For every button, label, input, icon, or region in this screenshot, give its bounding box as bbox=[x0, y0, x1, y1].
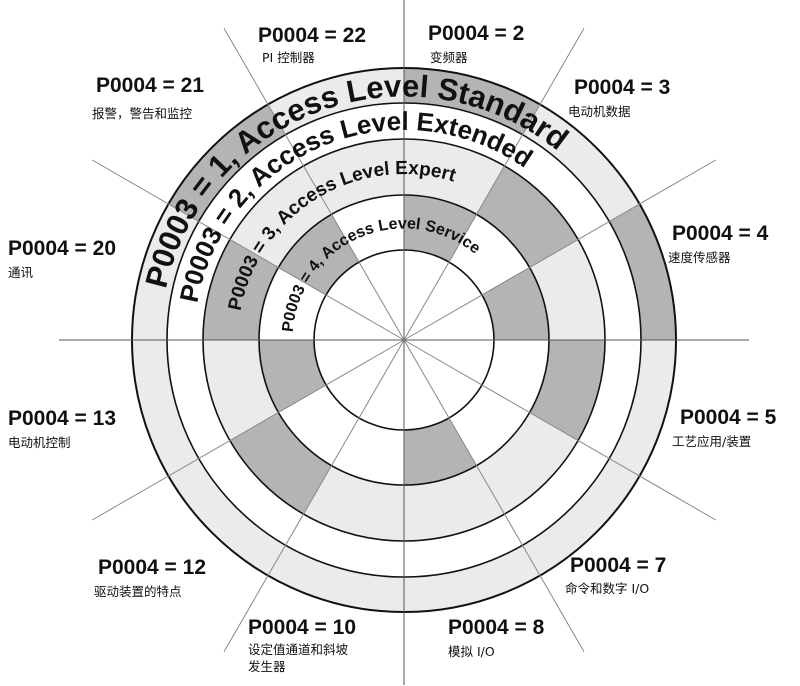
shaded-sector bbox=[203, 239, 279, 340]
group-code: P0004 = 2 bbox=[428, 22, 524, 45]
group-code: P0004 = 10 bbox=[248, 616, 356, 639]
sector-divider bbox=[403, 339, 717, 521]
sector-divider bbox=[223, 339, 405, 653]
group-description: 变频器 bbox=[430, 50, 468, 65]
group-label: P0004 = 12 驱动装置的特点 bbox=[94, 556, 206, 599]
sector-divider bbox=[403, 159, 717, 341]
group-label: P0004 = 3 电动机数据 bbox=[568, 76, 670, 119]
parameter-group-labels: P0004 = 22 PI 控制器 P0004 = 2 变频器 P0004 = 3 电动机… bbox=[8, 22, 777, 674]
group-code: P0004 = 5 bbox=[680, 406, 777, 429]
group-label: P0004 = 5 工艺应用/装置 bbox=[672, 406, 777, 449]
shaded-sector bbox=[168, 104, 286, 222]
shaded-sector bbox=[476, 165, 579, 268]
group-code: P0004 = 7 bbox=[570, 554, 666, 577]
group-description: 发生器 bbox=[248, 659, 286, 674]
group-code: P0004 = 21 bbox=[96, 74, 204, 97]
group-description: 工艺应用/装置 bbox=[672, 434, 751, 449]
group-description: 设定值通道和斜坡 bbox=[248, 642, 349, 657]
sector-divider bbox=[91, 339, 405, 521]
group-code: P0004 = 13 bbox=[8, 407, 116, 430]
group-description: 命令和数字 I/O bbox=[565, 581, 649, 596]
group-description: PI 控制器 bbox=[262, 50, 315, 65]
group-description: 报警，警告和监控 bbox=[92, 106, 193, 121]
shaded-sector bbox=[278, 214, 359, 295]
group-code: P0004 = 20 bbox=[8, 237, 116, 260]
shaded-sector bbox=[609, 204, 676, 340]
group-label: P0004 = 13 电动机控制 bbox=[8, 407, 116, 450]
shaded-sector bbox=[229, 412, 332, 515]
group-description: 电动机数据 bbox=[568, 104, 631, 119]
group-description: 速度传感器 bbox=[668, 250, 731, 265]
sector-dividers bbox=[59, 0, 749, 685]
shaded-sector bbox=[529, 340, 605, 441]
sector-divider bbox=[91, 159, 405, 341]
group-label: P0004 = 21 报警，警告和监控 bbox=[92, 74, 204, 121]
group-label: P0004 = 7 命令和数字 I/O bbox=[565, 554, 666, 596]
group-label: P0004 = 2 变频器 bbox=[428, 22, 524, 65]
sector-divider bbox=[403, 27, 585, 341]
group-code: P0004 = 12 bbox=[98, 556, 206, 579]
sector-divider bbox=[403, 339, 585, 653]
group-code: P0004 = 4 bbox=[672, 222, 769, 245]
group-description: 电动机控制 bbox=[8, 435, 71, 450]
group-code: P0004 = 22 bbox=[258, 24, 366, 47]
group-label: P0004 = 8 模拟 I/O bbox=[448, 616, 545, 659]
group-description: 通讯 bbox=[8, 265, 34, 280]
shaded-sector bbox=[404, 68, 540, 135]
group-code: P0004 = 3 bbox=[574, 76, 670, 99]
group-description: 驱动装置的特点 bbox=[94, 584, 182, 599]
group-code: P0004 = 8 bbox=[448, 616, 545, 639]
group-label: P0004 = 4 速度传感器 bbox=[668, 222, 769, 265]
group-label: P0004 = 20 通讯 bbox=[8, 237, 116, 280]
sector-divider bbox=[223, 27, 405, 341]
group-label: P0004 = 22 PI 控制器 bbox=[258, 24, 366, 65]
group-description: 模拟 I/O bbox=[448, 644, 495, 659]
